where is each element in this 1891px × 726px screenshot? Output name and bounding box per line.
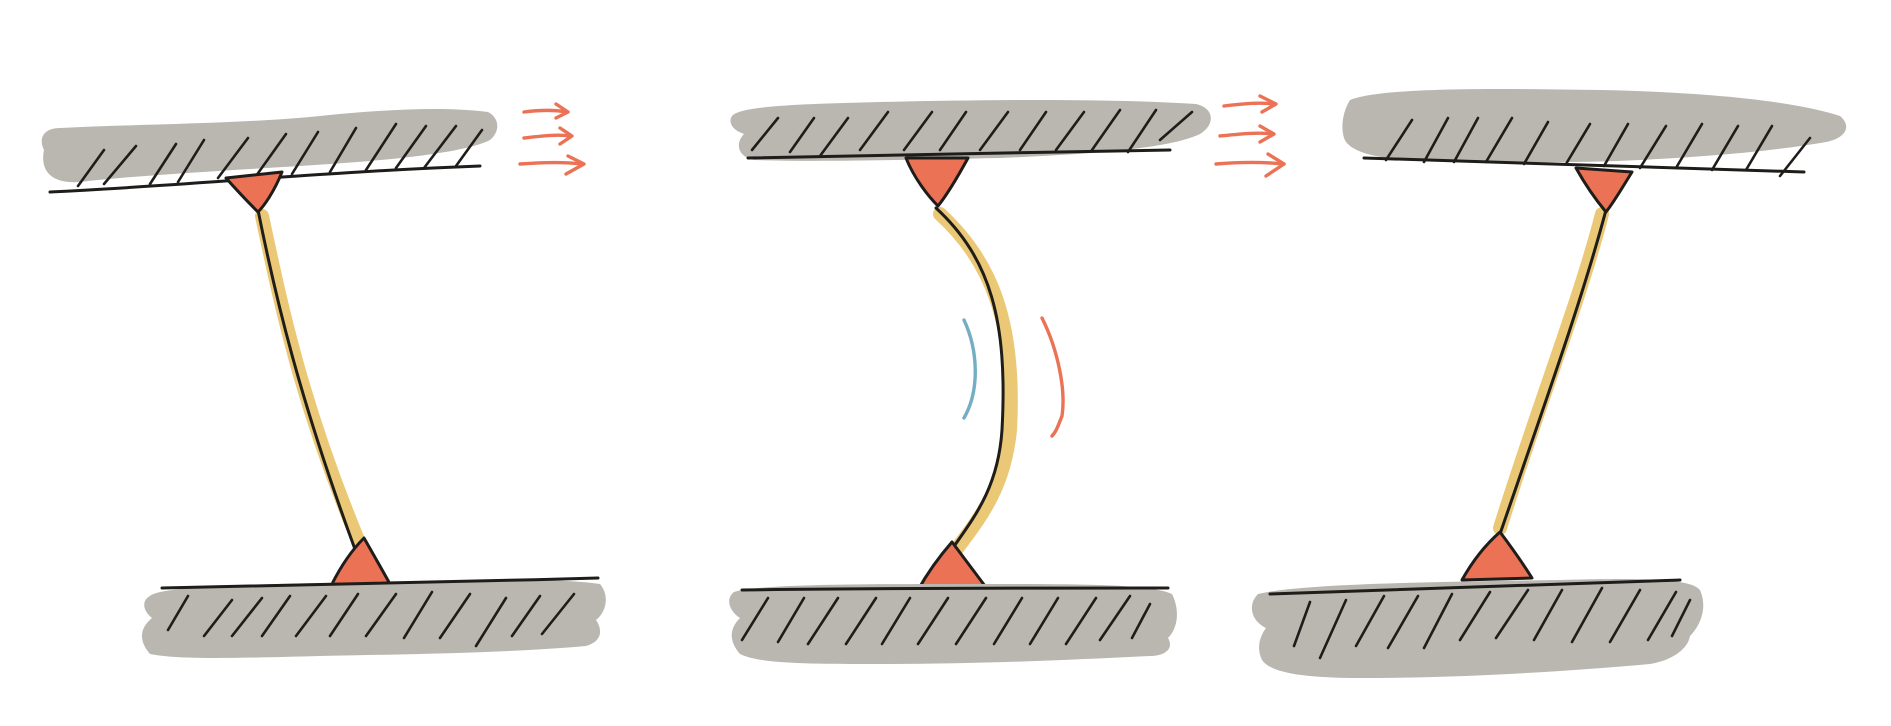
force-arrow-icon <box>522 102 570 120</box>
left-top-ground-shape <box>41 109 498 183</box>
middle-column <box>934 206 1005 554</box>
force-arrow-icon <box>1218 124 1276 144</box>
hinge-icon <box>224 170 284 214</box>
left-force-arrows <box>518 102 586 176</box>
left-bottom-support <box>141 576 606 658</box>
right-panel <box>1251 89 1847 678</box>
force-arrow-icon <box>518 154 586 176</box>
right-bottom-ground-shape <box>1251 579 1704 678</box>
left-panel <box>41 102 606 658</box>
right-column <box>1498 208 1608 536</box>
left-top-hatching <box>76 122 484 188</box>
right-bottom-edge <box>1268 578 1682 596</box>
right-top-edge <box>1362 156 1806 174</box>
left-bottom-edge <box>160 576 600 590</box>
right-column-glow <box>1493 207 1609 535</box>
left-top-support <box>41 109 498 194</box>
middle-top-hatching <box>750 108 1194 158</box>
left-bottom-ground-shape <box>141 580 606 658</box>
right-top-ground-shape <box>1342 89 1847 163</box>
left-bottom-hatching <box>166 590 576 648</box>
left-column <box>256 208 358 554</box>
right-top-hatching <box>1384 116 1812 178</box>
hinge-icon <box>1460 530 1534 582</box>
middle-bottom-edge <box>740 586 1170 592</box>
hinge-icon <box>904 156 970 208</box>
middle-bottom-hatching <box>740 594 1152 646</box>
middle-top-support <box>730 100 1211 161</box>
force-arrow-icon <box>522 126 574 146</box>
middle-top-edge <box>746 148 1172 160</box>
force-arrow-icon <box>1214 152 1286 178</box>
right-bottom-hatching <box>1292 586 1692 660</box>
hinge-icon <box>330 536 392 586</box>
hinge-icon <box>1574 166 1634 214</box>
middle-force-arrows <box>1214 94 1286 178</box>
force-arrow-icon <box>1222 94 1278 114</box>
right-top-support <box>1342 89 1847 178</box>
curvature-mark-icon <box>962 318 977 420</box>
middle-bottom-support <box>729 584 1177 664</box>
right-bottom-support <box>1251 578 1704 678</box>
middle-panel <box>729 94 1286 664</box>
curvature-mark-icon <box>1040 316 1065 438</box>
left-column-glow <box>255 209 365 547</box>
middle-top-ground-shape <box>730 100 1211 161</box>
hinge-icon <box>916 540 990 592</box>
